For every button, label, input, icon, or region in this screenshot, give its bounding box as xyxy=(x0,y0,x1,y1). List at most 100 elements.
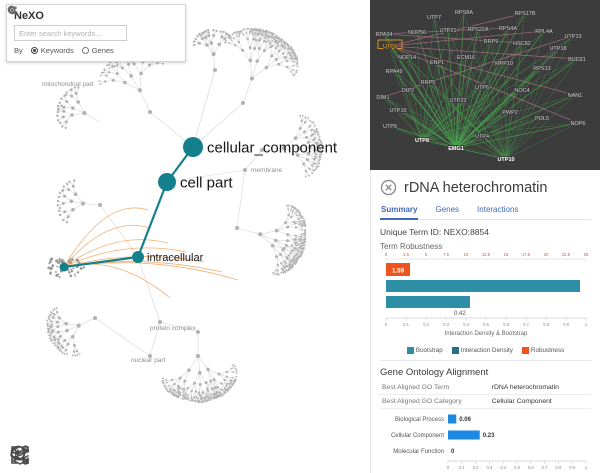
gene-node-label[interactable]: RPS22A xyxy=(466,26,489,34)
tree-nodes xyxy=(46,27,324,404)
svg-text:0.1: 0.1 xyxy=(459,465,465,470)
gene-node-label[interactable]: MPP10 xyxy=(494,60,514,68)
radio-keywords[interactable]: Keywords xyxy=(30,46,74,55)
zoom-out-button[interactable] xyxy=(10,443,67,467)
selected-path xyxy=(63,146,194,269)
svg-text:0.5: 0.5 xyxy=(514,465,520,470)
svg-text:0.3: 0.3 xyxy=(443,322,449,327)
term-node[interactable] xyxy=(158,173,176,191)
gene-node-label[interactable]: ECM16 xyxy=(456,54,476,62)
go-alignment-table: Best Aligned GO Term rDNA heterochromati… xyxy=(380,381,591,409)
radio-genes[interactable]: Genes xyxy=(81,46,114,55)
term-node[interactable] xyxy=(183,137,203,157)
search-button[interactable] xyxy=(7,5,144,40)
gene-node-label[interactable]: RPS17B xyxy=(513,10,536,18)
gene-node-label[interactable]: RPS8A xyxy=(454,9,474,17)
radio-genes-label: Genes xyxy=(91,46,114,55)
gene-node-label[interactable]: UTP13 xyxy=(563,33,582,41)
gene-node-label[interactable]: DIP2 xyxy=(401,87,415,95)
refresh-button[interactable] xyxy=(8,6,161,40)
svg-text:0.06: 0.06 xyxy=(459,417,471,423)
term-label[interactable]: nuclear part xyxy=(131,357,166,364)
radio-dot xyxy=(30,47,38,54)
gene-node-label[interactable]: UTP6 xyxy=(474,84,490,92)
radio-dot xyxy=(81,47,89,54)
table-row: Best Aligned GO Term rDNA heterochromati… xyxy=(380,381,591,395)
tab-summary[interactable]: Summary xyxy=(380,202,419,220)
term-label[interactable]: cell part xyxy=(180,174,233,191)
fit-button[interactable] xyxy=(11,443,102,467)
tab-genes[interactable]: Genes xyxy=(435,205,460,214)
gene-node-label[interactable]: UTP15 xyxy=(388,107,407,115)
svg-text:Cellular Component: Cellular Component xyxy=(391,433,444,439)
term-detail-panel: rDNA heterochromatin Summary Genes Inter… xyxy=(370,170,600,473)
gene-node-label[interactable]: RPS13 xyxy=(532,65,551,73)
svg-text:0.1: 0.1 xyxy=(403,322,409,327)
gene-node-label[interactable]: NOC4 xyxy=(513,87,530,95)
gene-node-label[interactable]: RRP5 xyxy=(420,79,437,87)
svg-text:12.5: 12.5 xyxy=(482,252,491,257)
gene-node-label[interactable]: UTP10 xyxy=(496,156,515,164)
gene-node-label[interactable]: NOP6 xyxy=(570,120,587,128)
gene-node-label[interactable]: NOP14 xyxy=(397,54,417,62)
term-label[interactable]: cellular_component xyxy=(207,139,338,156)
gene-node-label[interactable]: RPL4A xyxy=(534,28,554,36)
gene-node-label[interactable]: UTP9 xyxy=(382,43,398,51)
gene-node-label[interactable]: UTP7 xyxy=(426,14,442,22)
gene-node-label[interactable]: NAN1 xyxy=(567,92,584,100)
legend-swatch-density xyxy=(451,347,459,354)
gene-node-label[interactable]: DIM1 xyxy=(375,94,390,102)
gene-node-label[interactable]: UTP18 xyxy=(548,45,567,53)
term-label[interactable]: mitochondrial part xyxy=(42,81,94,88)
svg-text:1: 1 xyxy=(585,465,588,470)
gene-node-label[interactable]: UTP5 xyxy=(382,123,398,131)
tab-interactions[interactable]: Interactions xyxy=(477,205,519,214)
svg-text:0.2: 0.2 xyxy=(473,465,479,470)
term-label[interactable]: membrane xyxy=(251,167,282,174)
gene-node-label[interactable]: RPA34 xyxy=(374,31,393,39)
term-node[interactable] xyxy=(132,251,144,263)
close-button[interactable] xyxy=(380,179,397,196)
gene-node-label[interactable]: UTP8 xyxy=(414,137,430,145)
svg-text:0.4: 0.4 xyxy=(500,465,506,470)
legend-swatch-bootstrap xyxy=(406,347,414,354)
go-alignment-title: Gene Ontology Alignment xyxy=(380,367,489,378)
search-panel: NeXO xyxy=(6,4,186,62)
svg-text:0.7: 0.7 xyxy=(542,465,548,470)
search-input[interactable] xyxy=(14,25,127,41)
gene-node-label[interactable]: RPS4A xyxy=(498,25,518,33)
gene-node-label[interactable]: HSC82 xyxy=(512,40,532,48)
term-label[interactable]: intracellular xyxy=(147,252,204,264)
gene-node-label[interactable]: PWP2 xyxy=(501,109,519,117)
gene-node-label[interactable]: RRP9 xyxy=(483,38,500,46)
table-key: Best Aligned GO Category xyxy=(380,394,490,409)
gene-node-label[interactable]: NOP56 xyxy=(407,29,427,37)
term-node[interactable] xyxy=(59,262,69,272)
svg-text:0.42: 0.42 xyxy=(454,311,466,317)
unique-term-id: Unique Term ID: NEXO:8854 xyxy=(380,227,489,237)
layers-button[interactable] xyxy=(10,443,172,467)
canvas-toolbar xyxy=(8,443,172,467)
svg-text:1.59: 1.59 xyxy=(392,268,405,275)
svg-text:22.5: 22.5 xyxy=(562,252,571,257)
term-title: rDNA heterochromatin xyxy=(404,179,548,196)
layout-button[interactable] xyxy=(10,443,137,467)
gene-node-label[interactable]: EMG1 xyxy=(447,145,465,153)
gene-node-label[interactable]: BUD21 xyxy=(567,56,587,64)
gene-node-label[interactable]: UTP21 xyxy=(438,27,457,35)
gene-node-label[interactable]: RPA49 xyxy=(384,68,403,76)
clear-icon xyxy=(8,6,16,14)
gene-node-label[interactable]: UTP4 xyxy=(474,133,490,141)
gene-node-label[interactable]: UTP22 xyxy=(448,97,467,105)
gene-node-label[interactable]: ENP1 xyxy=(429,59,445,67)
term-label[interactable]: protein complex xyxy=(150,325,197,332)
clear-button[interactable] xyxy=(8,6,178,40)
gene-node-label[interactable]: POL5 xyxy=(534,115,550,123)
chart-legend: Bootstrap Interaction Density Robustness xyxy=(380,347,591,354)
app-title: NeXO xyxy=(14,10,44,22)
